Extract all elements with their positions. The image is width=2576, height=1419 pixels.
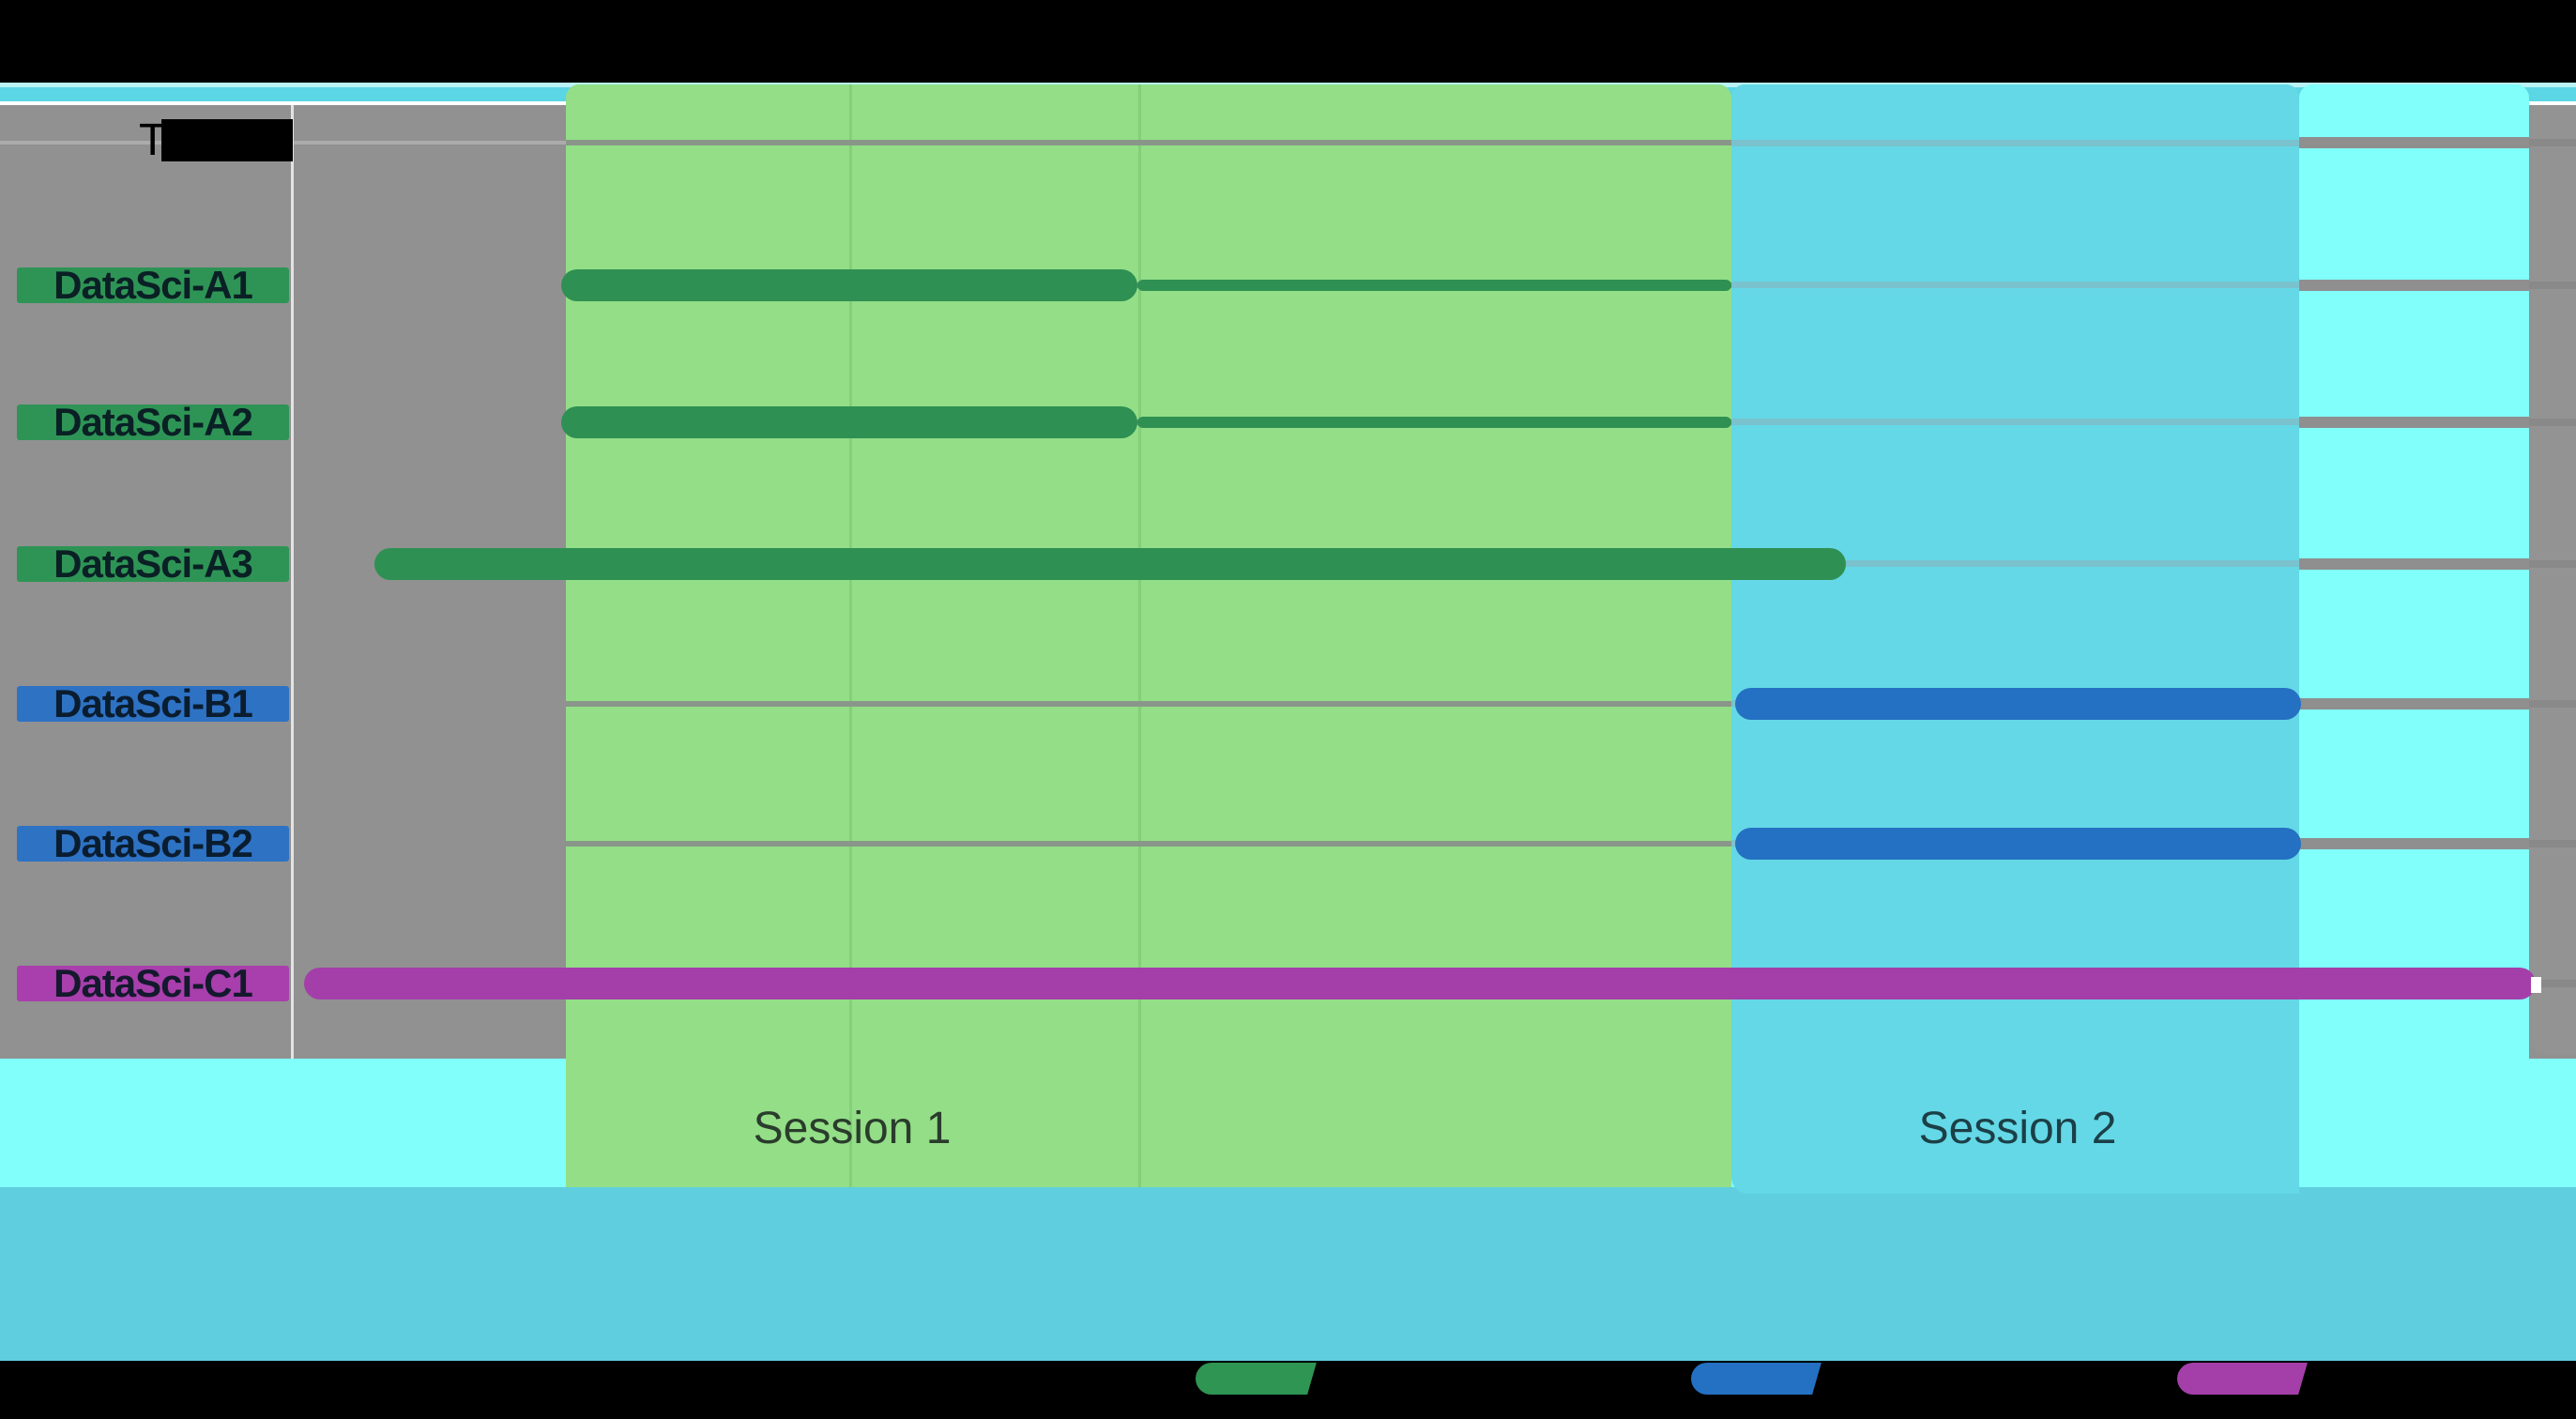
gridline-row-a2: [2529, 419, 2576, 426]
bar-datasci-b2: [1735, 828, 2301, 860]
gridline-row-a1: [1731, 282, 2299, 288]
gridline-row-a1: [2299, 280, 2529, 291]
gridline-time: [2529, 139, 2576, 146]
row-label-datasci-a3: DataSci-A3: [17, 546, 289, 582]
right-bright-cyan-column: [2299, 84, 2529, 1187]
row-label-datasci-b2: DataSci-B2: [17, 826, 289, 862]
legend-swatch-purple: [2177, 1363, 2292, 1395]
gridline-row-a3: [2299, 558, 2529, 570]
bottom-cyan-band: [0, 1187, 2576, 1361]
session1-band: [566, 84, 1731, 1187]
session1-seam-2: [1138, 84, 1141, 1187]
bar-a1-tail: [1137, 280, 1731, 291]
gridline-time: [2299, 137, 2529, 148]
gridline-row-b1: [2529, 700, 2576, 708]
gridline-row-a2: [2299, 417, 2529, 428]
redaction-box: [161, 119, 293, 161]
bar-datasci-a1: [561, 269, 1137, 301]
gridline-row-b2: [2299, 838, 2529, 849]
gridline-time: [566, 140, 1731, 145]
row-label-datasci-c1: DataSci-C1: [17, 966, 289, 1001]
axis-divider-line: [291, 105, 294, 1059]
gridline-row-a3: [2529, 560, 2576, 568]
bar-datasci-a3: [374, 548, 1846, 580]
gridline-row-c1: [2529, 980, 2576, 987]
gridline-row-b2: [2529, 840, 2576, 847]
bar-datasci-b1: [1735, 688, 2301, 720]
legend-swatch-blue: [1691, 1363, 1806, 1395]
gridline-row-b1: [2299, 698, 2529, 710]
bar-datasci-a2: [561, 406, 1137, 438]
gridline-row-a2: [1731, 419, 2299, 425]
session2-band: [1731, 84, 2299, 1194]
gridline-row-a3: [1731, 560, 2299, 567]
session2-label: Session 2: [1918, 1104, 2117, 1153]
bar-datasci-c1: [304, 968, 2536, 999]
row-label-datasci-b1: DataSci-B1: [17, 686, 289, 722]
session1-label: Session 1: [753, 1104, 952, 1153]
session1-seam-1: [849, 84, 852, 1187]
bar-a2-tail: [1137, 417, 1731, 428]
gridline-row-b2: [566, 841, 1731, 847]
bar-c1-end-notch: [2531, 977, 2541, 993]
row-label-datasci-a1: DataSci-A1: [17, 267, 289, 303]
row-label-datasci-a2: DataSci-A2: [17, 404, 289, 440]
gridline-row-b1: [566, 701, 1731, 707]
gridline-row-a1: [2529, 282, 2576, 289]
legend-swatch-green: [1196, 1363, 1301, 1395]
gridline-time: [1731, 140, 2299, 146]
right-gray-margin: [2529, 105, 2576, 1054]
